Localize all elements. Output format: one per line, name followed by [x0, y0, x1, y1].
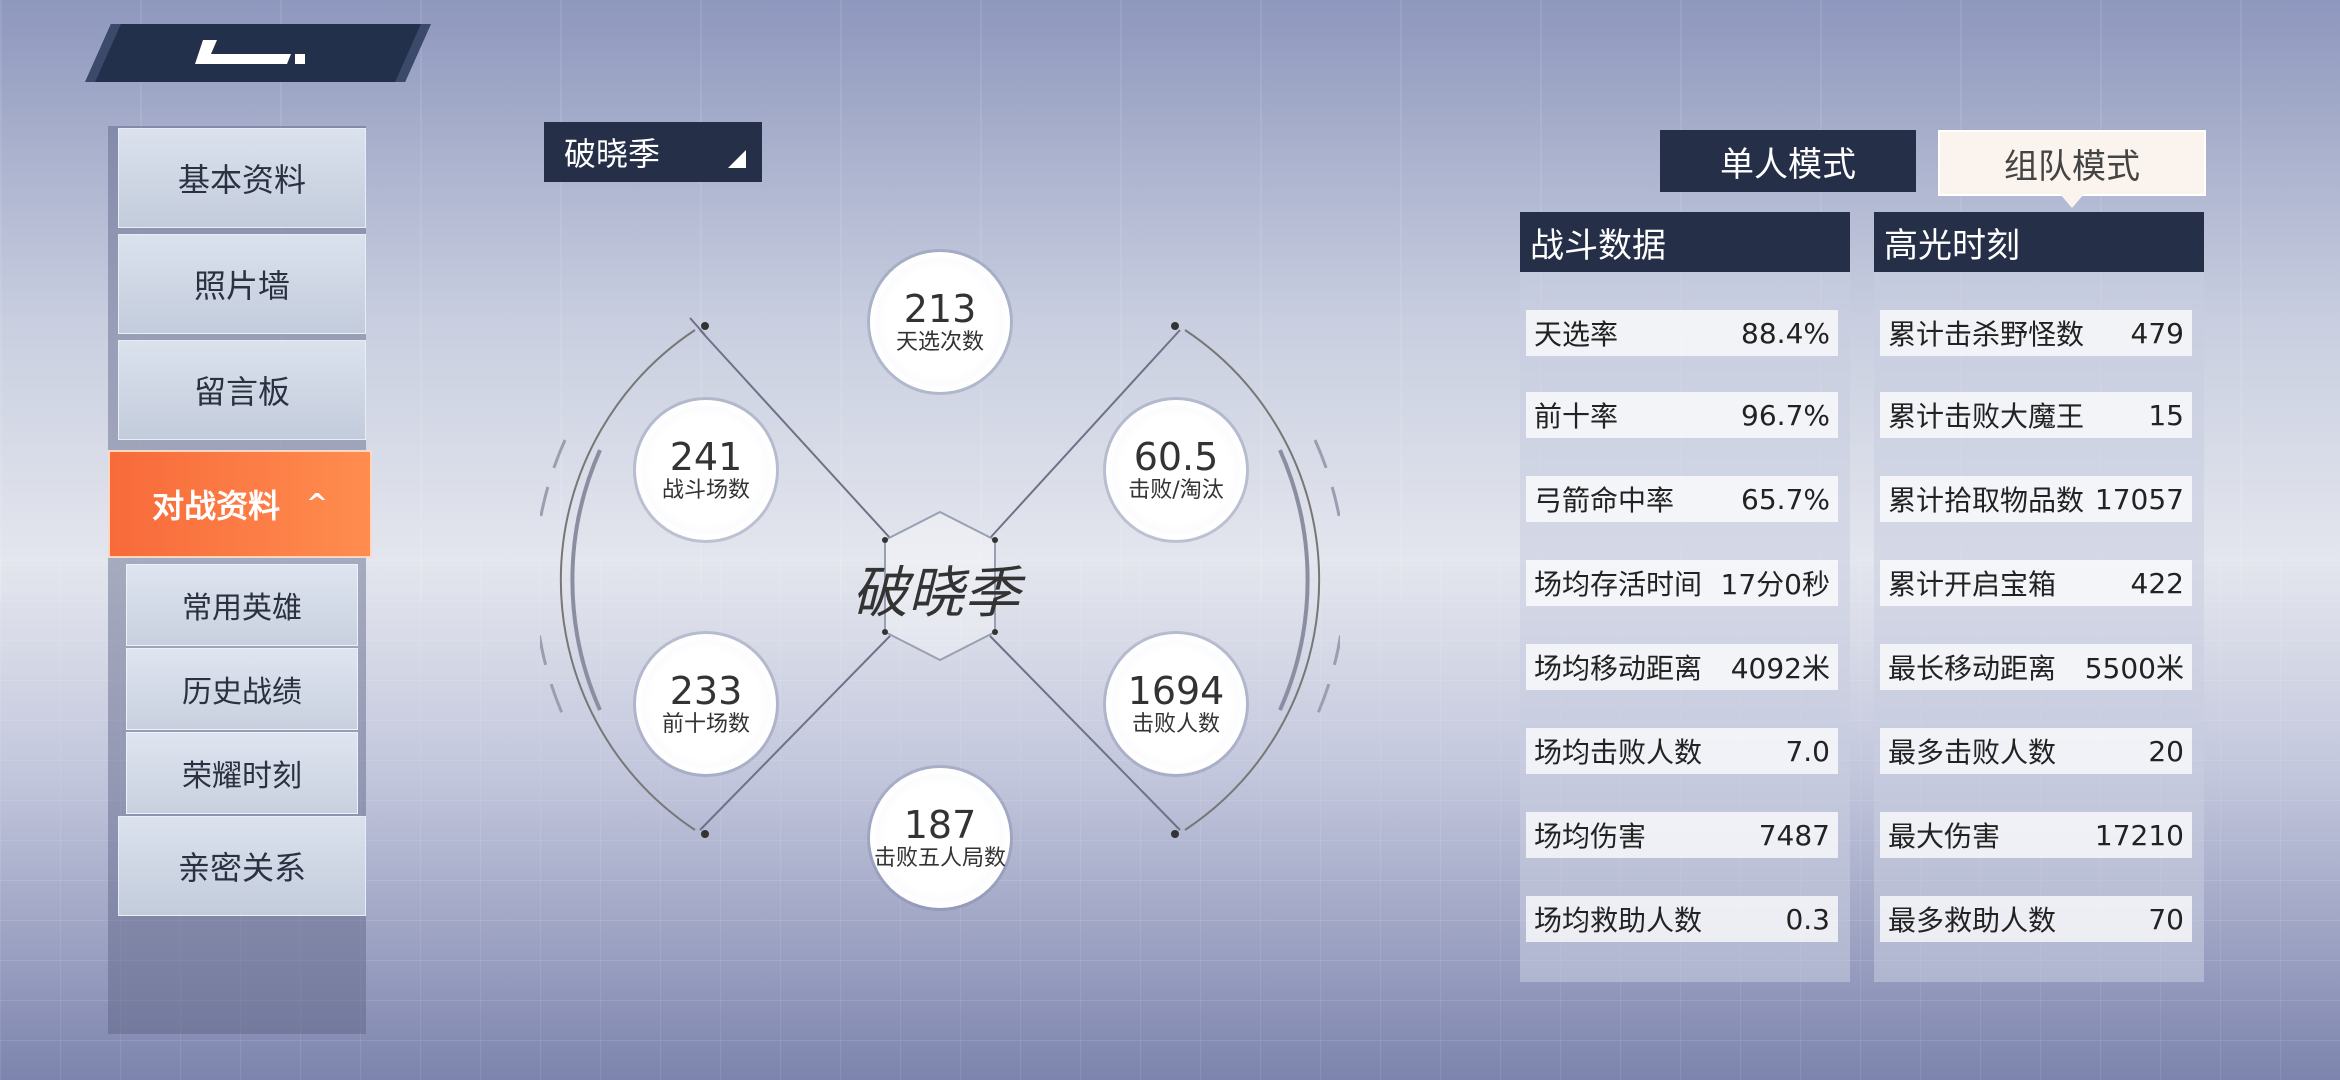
panel-title: 战斗数据 — [1520, 212, 1850, 272]
stat-row: 场均救助人数 0.3 — [1526, 896, 1838, 942]
row-value: 17分0秒 — [1720, 568, 1830, 601]
stat-row: 最长移动距离 5500米 — [1880, 644, 2192, 690]
stat-label: 击败/淘汰 — [1128, 478, 1224, 503]
stat-label: 战斗场数 — [661, 478, 750, 503]
row-label: 累计击败大魔王 — [1888, 400, 2085, 433]
row-value: 422 — [2130, 566, 2184, 600]
sidebar-item-label: 荣耀时刻 — [182, 759, 302, 794]
stat-value: 1694 — [1127, 669, 1225, 713]
row-label: 累计拾取物品数 — [1888, 484, 2085, 517]
row-label: 最多击败人数 — [1888, 736, 2057, 769]
sidebar-item-message-board[interactable]: 留言板 — [118, 340, 366, 440]
stat-row: 场均击败人数 7.0 — [1526, 728, 1838, 774]
stat-label: 击败人数 — [1131, 712, 1220, 737]
row-label: 场均存活时间 — [1534, 568, 1703, 601]
stat-row: 前十率 96.7% — [1526, 392, 1838, 438]
stat-row: 天选率 88.4% — [1526, 310, 1838, 356]
stat-kd-ratio: 60.5 击败/淘汰 — [1106, 400, 1246, 540]
sidebar-item-label: 基本资料 — [177, 161, 306, 199]
stat-chosen-count: 213 天选次数 — [870, 252, 1010, 392]
row-value: 65.7% — [1741, 482, 1830, 516]
tab-team-mode[interactable]: 组队模式 — [1938, 130, 2206, 208]
stat-label: 前十场数 — [661, 712, 750, 737]
sidebar-item-relations[interactable]: 亲密关系 — [118, 816, 366, 916]
stat-top10-count: 233 前十场数 — [636, 634, 776, 774]
row-value: 5500米 — [2084, 652, 2184, 685]
stat-row: 累计开启宝箱 422 — [1880, 560, 2192, 606]
row-label: 弓箭命中率 — [1534, 484, 1675, 517]
sidebar-item-label: 对战资料 — [152, 487, 281, 525]
stat-row: 场均伤害 7487 — [1526, 812, 1838, 858]
row-value: 15 — [2148, 398, 2184, 432]
battle-data-panel: 战斗数据 天选率 88.4% 前十率 96.7% 弓箭命中率 65.7% 场均存活时间… — [1520, 212, 1850, 982]
row-value: 479 — [2130, 316, 2184, 350]
row-label: 场均伤害 — [1534, 820, 1647, 853]
row-label: 累计开启宝箱 — [1888, 568, 2057, 601]
row-value: 4092米 — [1730, 652, 1830, 685]
row-label: 最大伤害 — [1888, 820, 2001, 853]
row-value: 17210 — [2094, 818, 2184, 852]
stat-row: 最多救助人数 70 — [1880, 896, 2192, 942]
row-label: 累计击杀野怪数 — [1888, 318, 2085, 351]
back-arrow-icon — [195, 40, 305, 64]
stat-kills-count: 1694 击败人数 — [1106, 634, 1246, 774]
stat-row: 最大伤害 17210 — [1880, 812, 2192, 858]
row-value: 7.0 — [1785, 734, 1830, 768]
stat-value: 213 — [903, 287, 977, 331]
sidebar-subitem-heroes[interactable]: 常用英雄 — [126, 564, 358, 646]
row-label: 前十率 — [1534, 400, 1619, 433]
sidebar-item-battle-data[interactable]: 对战资料 ^ — [108, 450, 372, 558]
tab-label: 单人模式 — [1720, 144, 1856, 185]
season-dropdown-label: 破晓季 — [564, 135, 661, 173]
highlights-panel: 高光时刻 累计击杀野怪数 479 累计击败大魔王 15 累计拾取物品数 17057 累… — [1874, 212, 2204, 982]
sidebar-item-label: 照片墙 — [193, 267, 290, 305]
sidebar-subitem-history[interactable]: 历史战绩 — [126, 648, 358, 730]
panel-title: 高光时刻 — [1874, 212, 2204, 272]
stat-label: 击败五人局数 — [874, 846, 1007, 871]
row-value: 88.4% — [1741, 316, 1830, 350]
stat-row: 累计击败大魔王 15 — [1880, 392, 2192, 438]
sidebar-item-label: 亲密关系 — [177, 849, 306, 887]
stat-row: 场均存活时间 17分0秒 — [1526, 560, 1838, 606]
stat-row: 场均移动距离 4092米 — [1526, 644, 1838, 690]
season-center-label: 破晓季 — [852, 561, 1020, 626]
tab-pointer-icon — [2060, 194, 2084, 208]
stat-value: 60.5 — [1133, 435, 1219, 479]
season-dropdown[interactable]: 破晓季 — [544, 122, 762, 182]
stat-battle-count: 241 战斗场数 — [636, 400, 776, 540]
row-value: 7487 — [1758, 818, 1830, 852]
stat-row: 累计拾取物品数 17057 — [1880, 476, 2192, 522]
sidebar-item-photo-wall[interactable]: 照片墙 — [118, 234, 366, 334]
row-label: 场均救助人数 — [1534, 904, 1703, 937]
row-value: 70 — [2148, 902, 2184, 936]
chevron-up-icon: ^ — [306, 489, 328, 519]
sidebar-item-label: 历史战绩 — [182, 675, 302, 710]
stat-five-kill-games: 187 击败五人局数 — [870, 768, 1010, 908]
row-value: 0.3 — [1785, 902, 1830, 936]
row-label: 天选率 — [1534, 318, 1619, 351]
stat-row: 累计击杀野怪数 479 — [1880, 310, 2192, 356]
sidebar: 基本资料 照片墙 留言板 对战资料 ^ 常用英雄 历史战绩 荣耀时刻 亲密关系 — [108, 126, 372, 1034]
season-stats-frame — [540, 317, 1340, 838]
dropdown-corner-icon — [728, 150, 746, 168]
row-label: 最多救助人数 — [1888, 904, 2057, 937]
row-label: 最长移动距离 — [1888, 652, 2057, 685]
row-label: 场均移动距离 — [1534, 652, 1703, 685]
stat-value: 233 — [669, 669, 743, 713]
stat-label: 天选次数 — [895, 330, 984, 355]
sidebar-item-profile[interactable]: 基本资料 — [118, 128, 366, 228]
tab-label: 组队模式 — [2004, 146, 2140, 187]
row-value: 20 — [2148, 734, 2184, 768]
stat-value: 187 — [903, 803, 977, 847]
row-value: 17057 — [2094, 482, 2184, 516]
sidebar-subitem-glory[interactable]: 荣耀时刻 — [126, 732, 358, 814]
sidebar-item-label: 常用英雄 — [182, 591, 302, 626]
stat-row: 弓箭命中率 65.7% — [1526, 476, 1838, 522]
stat-value: 241 — [669, 435, 743, 479]
tab-single-mode[interactable]: 单人模式 — [1660, 130, 1916, 192]
row-value: 96.7% — [1741, 398, 1830, 432]
sidebar-item-label: 留言板 — [193, 373, 290, 411]
stat-row: 最多击败人数 20 — [1880, 728, 2192, 774]
row-label: 场均击败人数 — [1534, 736, 1703, 769]
